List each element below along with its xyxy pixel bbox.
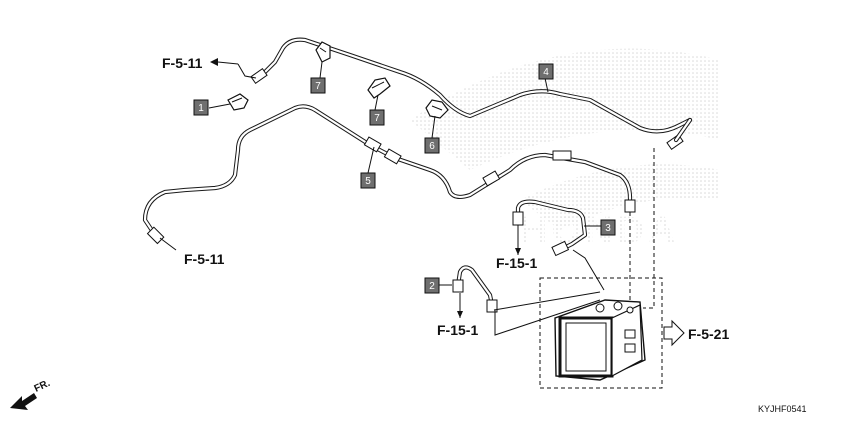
pipe-clamp-1 <box>227 93 249 111</box>
svg-text:3: 3 <box>605 223 611 234</box>
watermark-logo: HONDA <box>410 48 720 252</box>
brake-pipe-4 <box>250 37 693 150</box>
front-direction-marker: FR. <box>10 378 52 410</box>
ref-f5-11-left: F-5-11 <box>184 251 225 267</box>
brake-pipe-3 <box>512 199 588 257</box>
brake-pipe-5 <box>142 104 636 245</box>
svg-text:7: 7 <box>374 113 380 124</box>
svg-text:7: 7 <box>315 81 321 92</box>
badge-part-6: 6 <box>424 137 440 154</box>
badge-part-1: 1 <box>193 99 209 116</box>
badge-part-5: 5 <box>360 172 376 189</box>
brake-pipe-2 <box>452 265 498 313</box>
pipe-clamp-7-upper <box>315 41 331 63</box>
svg-text:4: 4 <box>543 67 549 78</box>
pipe-clamp-7-lower <box>367 77 391 99</box>
badge-part-7-upper: 7 <box>310 77 326 94</box>
svg-text:2: 2 <box>429 281 435 292</box>
svg-text:5: 5 <box>365 176 371 187</box>
ref-f15-1-mid: F-15-1 <box>496 255 537 271</box>
diagram-code: KYJHF0541 <box>758 404 807 414</box>
ref-f5-11-top: F-5-11 <box>162 55 203 71</box>
badge-part-7-lower: 7 <box>369 109 385 126</box>
svg-text:HONDA: HONDA <box>520 210 679 252</box>
front-label: FR. <box>33 378 52 395</box>
badge-part-2: 2 <box>424 277 440 294</box>
pipe-clamp-6 <box>425 99 449 119</box>
svg-text:1: 1 <box>198 103 204 114</box>
leader-lines <box>159 58 655 336</box>
badge-part-4: 4 <box>538 63 554 80</box>
badge-part-3: 3 <box>600 219 616 236</box>
svg-text:6: 6 <box>429 141 435 152</box>
ref-f5-21: F-5-21 <box>688 326 729 342</box>
arrow-right-icon <box>663 319 685 347</box>
front-arrow-icon <box>10 393 37 410</box>
ref-f15-1-low: F-15-1 <box>437 322 478 338</box>
abs-modulator <box>539 277 663 389</box>
